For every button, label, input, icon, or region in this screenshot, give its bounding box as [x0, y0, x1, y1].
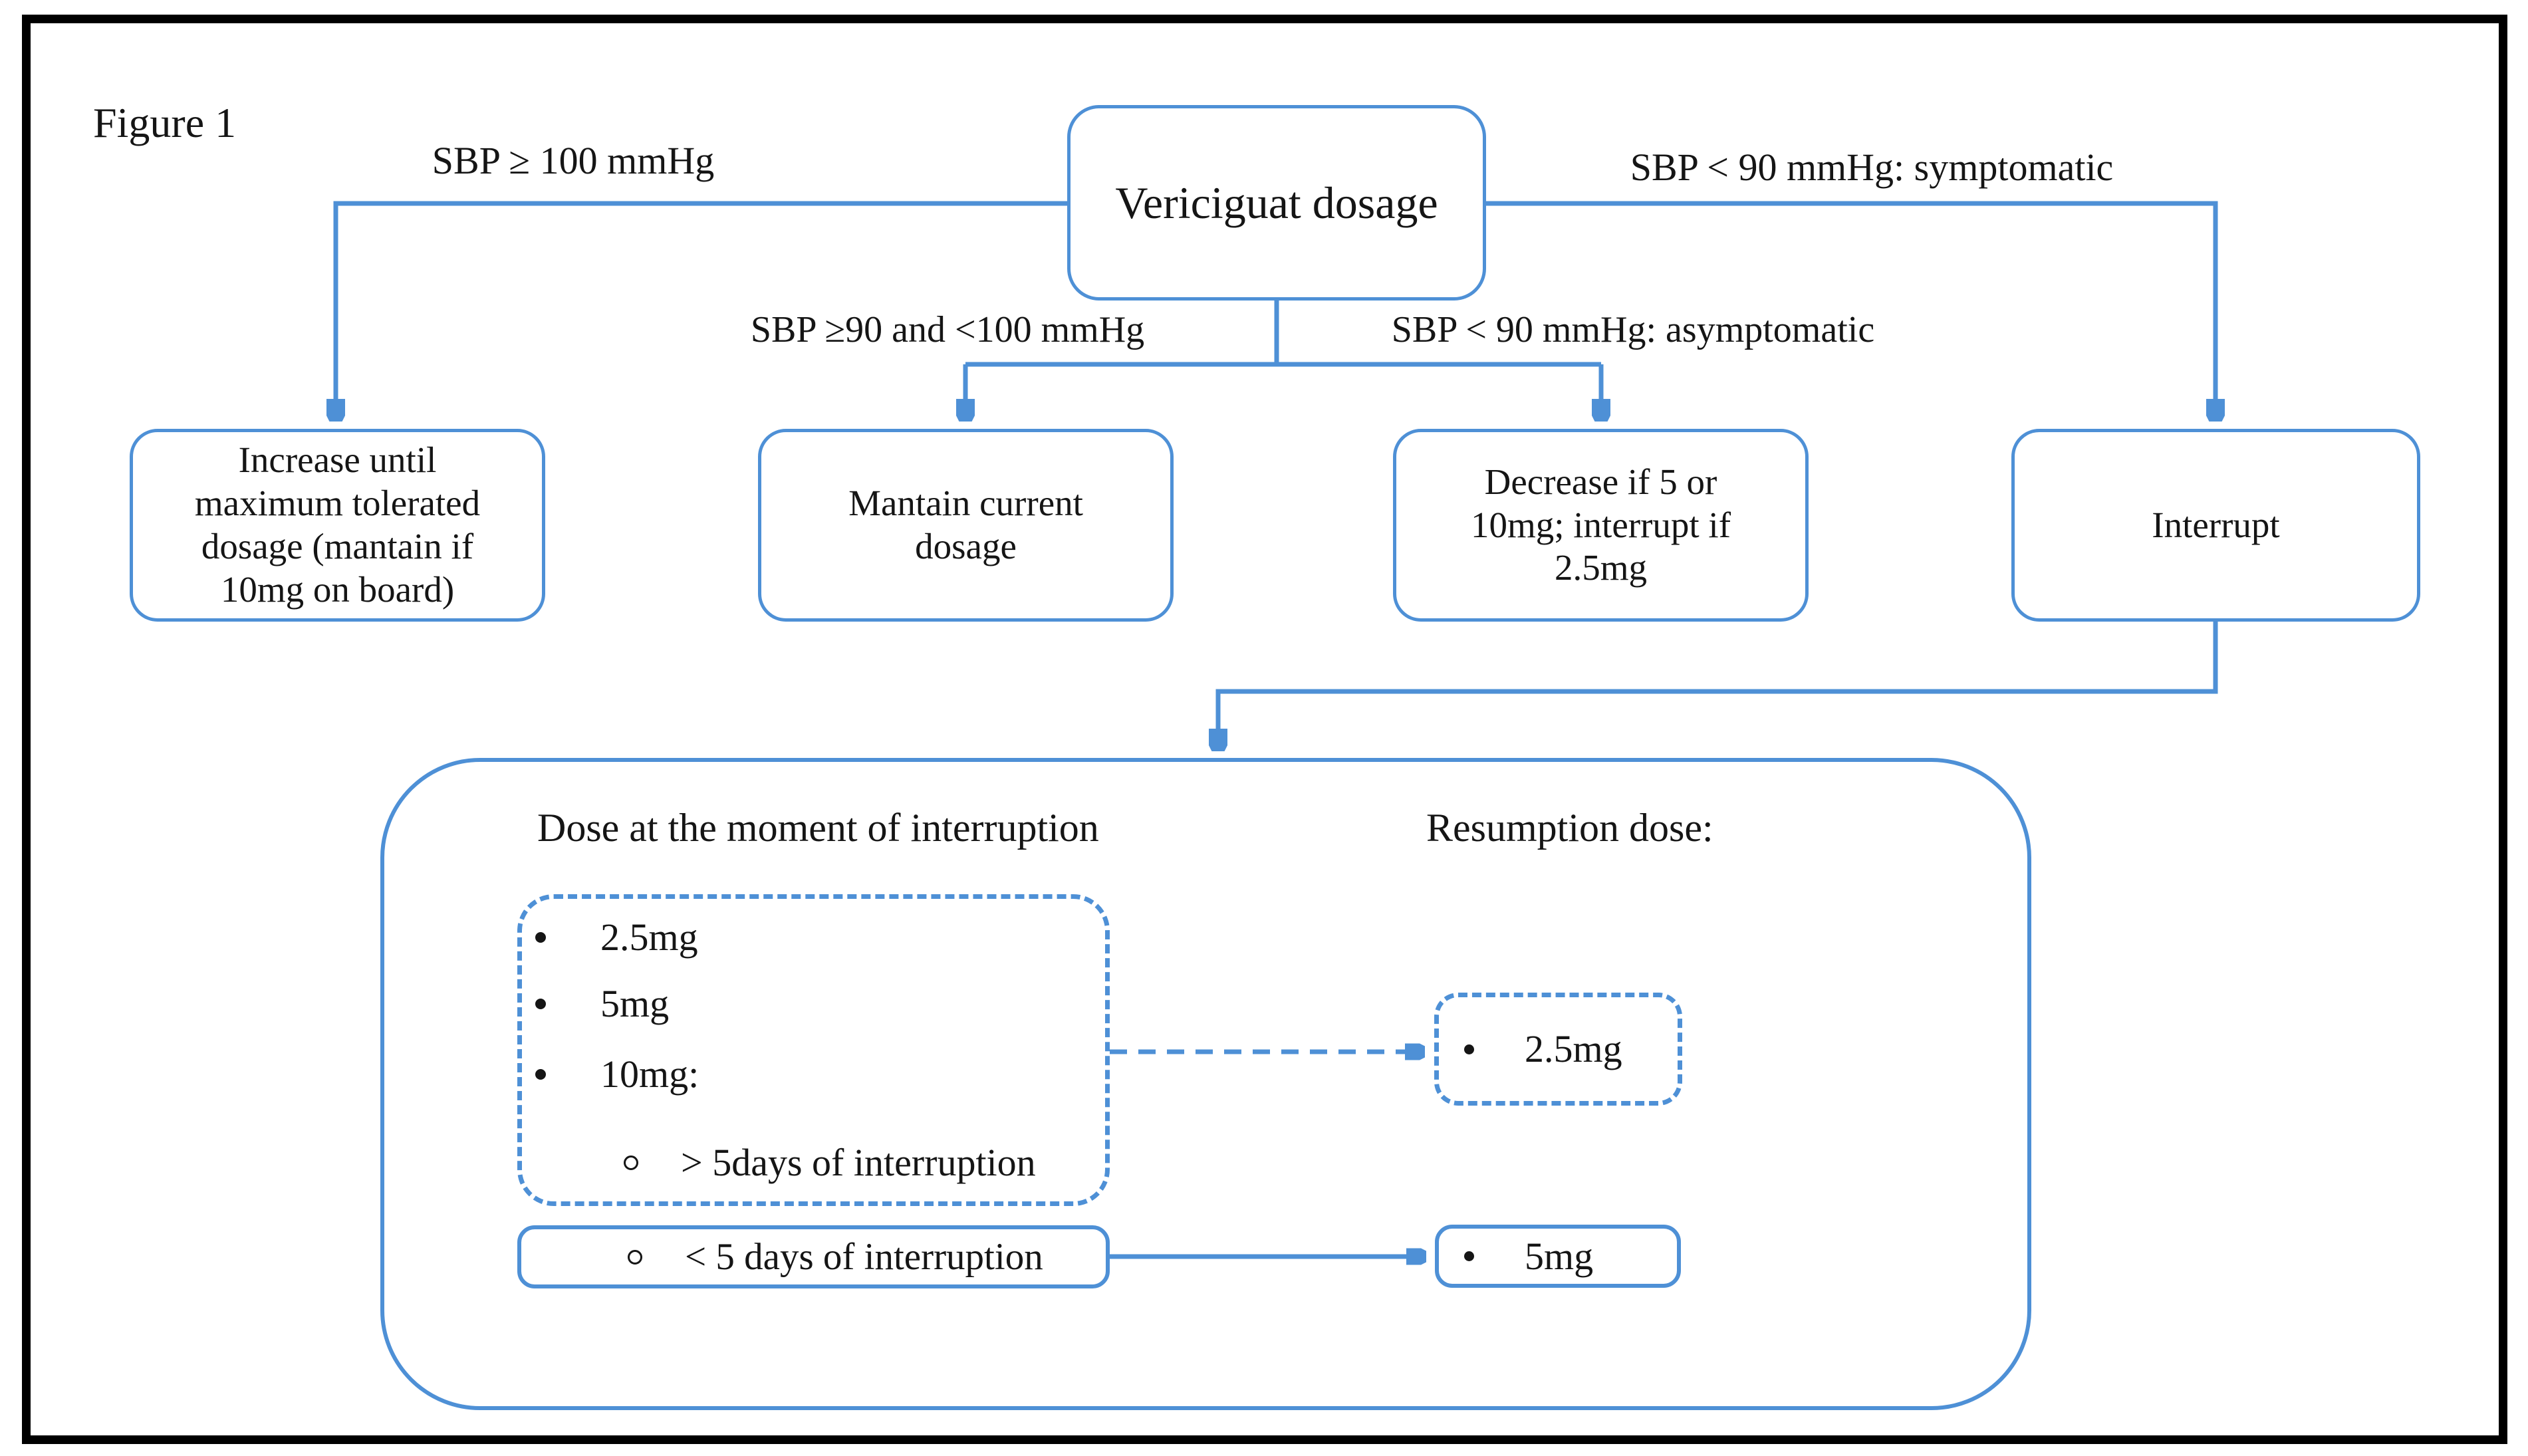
action-box-maintain-label: Mantain current dosage [848, 483, 1083, 566]
interruption-panel [380, 758, 2031, 1410]
condition-label-sbp-90-to-100: SBP ≥90 and <100 mmHg [750, 309, 1145, 350]
lt5-days-label: < 5 days of interruption [685, 1236, 1043, 1278]
panel-heading-dose-at-interruption: Dose at the moment of interruption [537, 806, 1099, 850]
resume-dose-box-2-5mg: 2.5mg [1434, 993, 1682, 1106]
connector-interrupt-to-panel [1218, 622, 2218, 733]
panel-heading-resumption-dose: Resumption dose: [1426, 806, 1713, 850]
bullet-dot-icon [535, 1069, 546, 1080]
resume-dose-box-5mg: 5mg [1435, 1225, 1681, 1288]
root-node-label: Vericiguat dosage [1115, 177, 1438, 228]
action-box-decrease-label: Decrease if 5 or 10mg; interrupt if 2.5m… [1470, 461, 1731, 588]
bullet-dot-icon [1464, 1251, 1474, 1261]
interruption-dose-options-box [517, 894, 1110, 1206]
bullet-dot-icon [1464, 1044, 1474, 1054]
dose-option-label: 5mg [600, 982, 670, 1025]
dose-option-row-2-5mg: 2.5mg [535, 914, 698, 961]
condition-label-sbp-lt-90-asymptomatic: SBP < 90 mmHg: asymptomatic [1391, 309, 1875, 350]
dose-option-row-10mg: 10mg: [535, 1051, 699, 1098]
action-box-decrease-or-interrupt: Decrease if 5 or 10mg; interrupt if 2.5m… [1393, 429, 1809, 622]
resume-dose-label: 2.5mg [1525, 1027, 1622, 1070]
figure-border [22, 15, 2507, 1444]
resume-dose-label: 5mg [1525, 1234, 1594, 1278]
condition-label-sbp-ge-100: SBP ≥ 100 mmHg [432, 139, 715, 182]
bullet-circle-icon [624, 1155, 638, 1170]
dose-option-label: 10mg: [600, 1052, 699, 1096]
action-box-increase-label: Increase until maximum tolerated dosage … [194, 439, 481, 610]
sub-option-row-gt5-days: > 5days of interruption [624, 1140, 1036, 1186]
figure-label: Figure 1 [93, 99, 237, 146]
action-box-interrupt: Interrupt [2011, 429, 2420, 622]
gt5-days-label: > 5days of interruption [681, 1141, 1036, 1184]
dose-option-row-5mg: 5mg [535, 981, 669, 1027]
root-node-vericiguat-dosage: Vericiguat dosage [1067, 105, 1486, 301]
bullet-circle-icon [628, 1249, 642, 1265]
action-box-maintain-dosage: Mantain current dosage [758, 429, 1174, 622]
bullet-dot-icon [535, 932, 546, 943]
action-box-increase-dosage: Increase until maximum tolerated dosage … [130, 429, 545, 622]
connector-branch-left [336, 201, 1067, 403]
action-box-interrupt-label: Interrupt [2152, 504, 2280, 545]
bullet-dot-icon [535, 999, 546, 1009]
connector-branch-right [1486, 201, 2215, 403]
condition-label-sbp-lt-90-symptomatic: SBP < 90 mmHg: symptomatic [1630, 146, 2114, 189]
dose-option-label: 2.5mg [600, 915, 698, 959]
lt5-days-box: < 5 days of interruption [517, 1225, 1110, 1288]
